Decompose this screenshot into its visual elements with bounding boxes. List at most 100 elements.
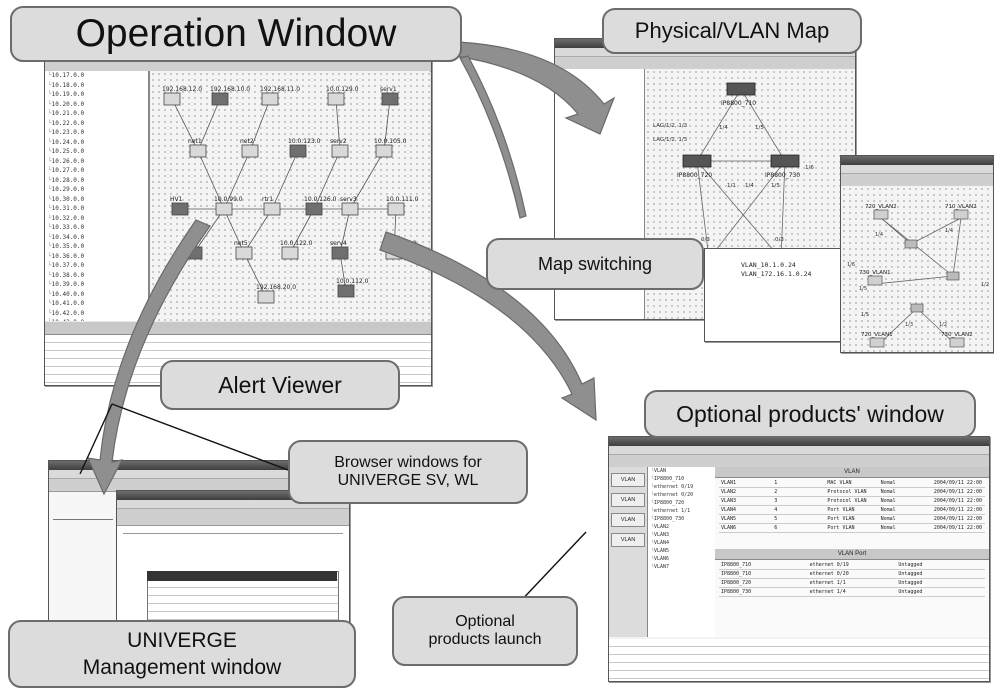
- vlan-node-icon[interactable]: [873, 209, 889, 220]
- tree-item[interactable]: 10.43.0.0: [48, 318, 148, 321]
- tree-item[interactable]: 10.18.0.0: [48, 81, 148, 91]
- optional-tree-item[interactable]: IP8800_730: [651, 515, 715, 523]
- map-node-icon[interactable]: [381, 92, 399, 106]
- optional-tree-item[interactable]: ethernet 0/19: [651, 483, 715, 491]
- map-node-icon[interactable]: [189, 144, 207, 158]
- tree-item[interactable]: 10.26.0.0: [48, 157, 148, 167]
- vlan-list-item[interactable]: VLAN_10.1.0.24: [741, 261, 796, 269]
- table-cell: 2: [774, 489, 778, 495]
- optional-tree-item[interactable]: IP8800_720: [651, 499, 715, 507]
- tree-item[interactable]: 10.33.0.0: [48, 223, 148, 233]
- tree-item[interactable]: 10.20.0.0: [48, 100, 148, 110]
- tree-item[interactable]: 10.35.0.0: [48, 242, 148, 252]
- tree-item[interactable]: 10.17.0.0: [48, 71, 148, 81]
- tree-item[interactable]: 10.36.0.0: [48, 252, 148, 262]
- optional-side-button[interactable]: VLAN: [611, 513, 645, 527]
- map-node-label: serv2: [330, 138, 347, 145]
- tree-item[interactable]: 10.37.0.0: [48, 261, 148, 271]
- map-node-icon[interactable]: [171, 202, 189, 216]
- map-node-icon[interactable]: [257, 290, 275, 304]
- map-node-icon[interactable]: [235, 246, 253, 260]
- tree-item[interactable]: 10.27.0.0: [48, 166, 148, 176]
- optional-tree-item[interactable]: VLAN6: [651, 555, 715, 563]
- table-cell: Protocol VLAN: [827, 498, 867, 504]
- vlan-port-label: 1/3: [905, 322, 913, 328]
- map-node-icon[interactable]: [305, 202, 323, 216]
- tree-item[interactable]: 10.41.0.0: [48, 299, 148, 309]
- map-node-icon[interactable]: [281, 246, 299, 260]
- physical-link: [696, 88, 742, 162]
- physical-node-icon[interactable]: [770, 154, 800, 168]
- tree-item[interactable]: 10.34.0.0: [48, 233, 148, 243]
- vlan-node-icon[interactable]: [953, 209, 969, 220]
- map-switching-label: Map switching: [486, 238, 704, 290]
- tree-item[interactable]: 10.42.0.0: [48, 309, 148, 319]
- optional-tree-item[interactable]: VLAN3: [651, 531, 715, 539]
- optional-tree-item[interactable]: VLAN: [651, 467, 715, 475]
- tree-item[interactable]: 10.19.0.0: [48, 90, 148, 100]
- map-node-icon[interactable]: [387, 202, 405, 216]
- optional-side-button[interactable]: VLAN: [611, 493, 645, 507]
- optional-tree-item[interactable]: VLAN2: [651, 523, 715, 531]
- tree-item[interactable]: 10.29.0.0: [48, 185, 148, 195]
- tree-item[interactable]: 10.25.0.0: [48, 147, 148, 157]
- map-node-label: serv1: [380, 86, 397, 93]
- tree-item[interactable]: 10.30.0.0: [48, 195, 148, 205]
- vlan-node-icon[interactable]: [867, 275, 883, 286]
- tree-item[interactable]: 10.21.0.0: [48, 109, 148, 119]
- map-node-icon[interactable]: [337, 284, 355, 298]
- map-node-icon[interactable]: [163, 92, 181, 106]
- map-node-icon[interactable]: [241, 144, 259, 158]
- map-node-icon[interactable]: [261, 92, 279, 106]
- optional-tree-item[interactable]: VLAN7: [651, 563, 715, 571]
- optional-side-button[interactable]: VLAN: [611, 473, 645, 487]
- tree-item[interactable]: 10.24.0.0: [48, 138, 148, 148]
- map-node-icon[interactable]: [331, 246, 349, 260]
- tree-item[interactable]: 10.39.0.0: [48, 280, 148, 290]
- map-node-icon[interactable]: [327, 92, 345, 106]
- map-node-icon[interactable]: [331, 144, 349, 158]
- tree-item[interactable]: 10.38.0.0: [48, 271, 148, 281]
- optional-side-button[interactable]: VLAN: [611, 533, 645, 547]
- physical-node-icon[interactable]: [726, 82, 756, 96]
- vlan-switch-icon[interactable]: [904, 239, 918, 249]
- map-node-label: net5: [234, 240, 248, 247]
- tree-item[interactable]: 10.40.0.0: [48, 290, 148, 300]
- optional-tree-item[interactable]: IP8800_710: [651, 475, 715, 483]
- map-node-icon[interactable]: [289, 144, 307, 158]
- physical-node-icon[interactable]: [682, 154, 712, 168]
- map-node-icon[interactable]: [263, 202, 281, 216]
- vlan-switch-icon[interactable]: [946, 271, 960, 281]
- vlan-node-icon[interactable]: [869, 337, 885, 348]
- optional-tree-item[interactable]: ethernet 1/1: [651, 507, 715, 515]
- vlan-node-label: 720_VLAN1: [861, 332, 893, 338]
- tree-item[interactable]: 10.22.0.0: [48, 119, 148, 129]
- vlan-node-icon[interactable]: [949, 337, 965, 348]
- vlan-port-label: 1/2: [981, 282, 989, 288]
- map-node-icon[interactable]: [375, 144, 393, 158]
- map-node-icon[interactable]: [341, 202, 359, 216]
- optional-tree-item[interactable]: VLAN4: [651, 539, 715, 547]
- optional-tree-item[interactable]: ethernet 0/20: [651, 491, 715, 499]
- optional-tree-item[interactable]: VLAN5: [651, 547, 715, 555]
- map-node-icon[interactable]: [215, 202, 233, 216]
- tree-item[interactable]: 10.32.0.0: [48, 214, 148, 224]
- tree-item[interactable]: 10.28.0.0: [48, 176, 148, 186]
- tree-item[interactable]: 10.23.0.0: [48, 128, 148, 138]
- vlan-list-item[interactable]: VLAN_172.16.1.0.24: [741, 270, 812, 278]
- vlan-switch-icon[interactable]: [910, 303, 924, 313]
- map-node-icon[interactable]: [211, 92, 229, 106]
- tree-item[interactable]: 10.31.0.0: [48, 204, 148, 214]
